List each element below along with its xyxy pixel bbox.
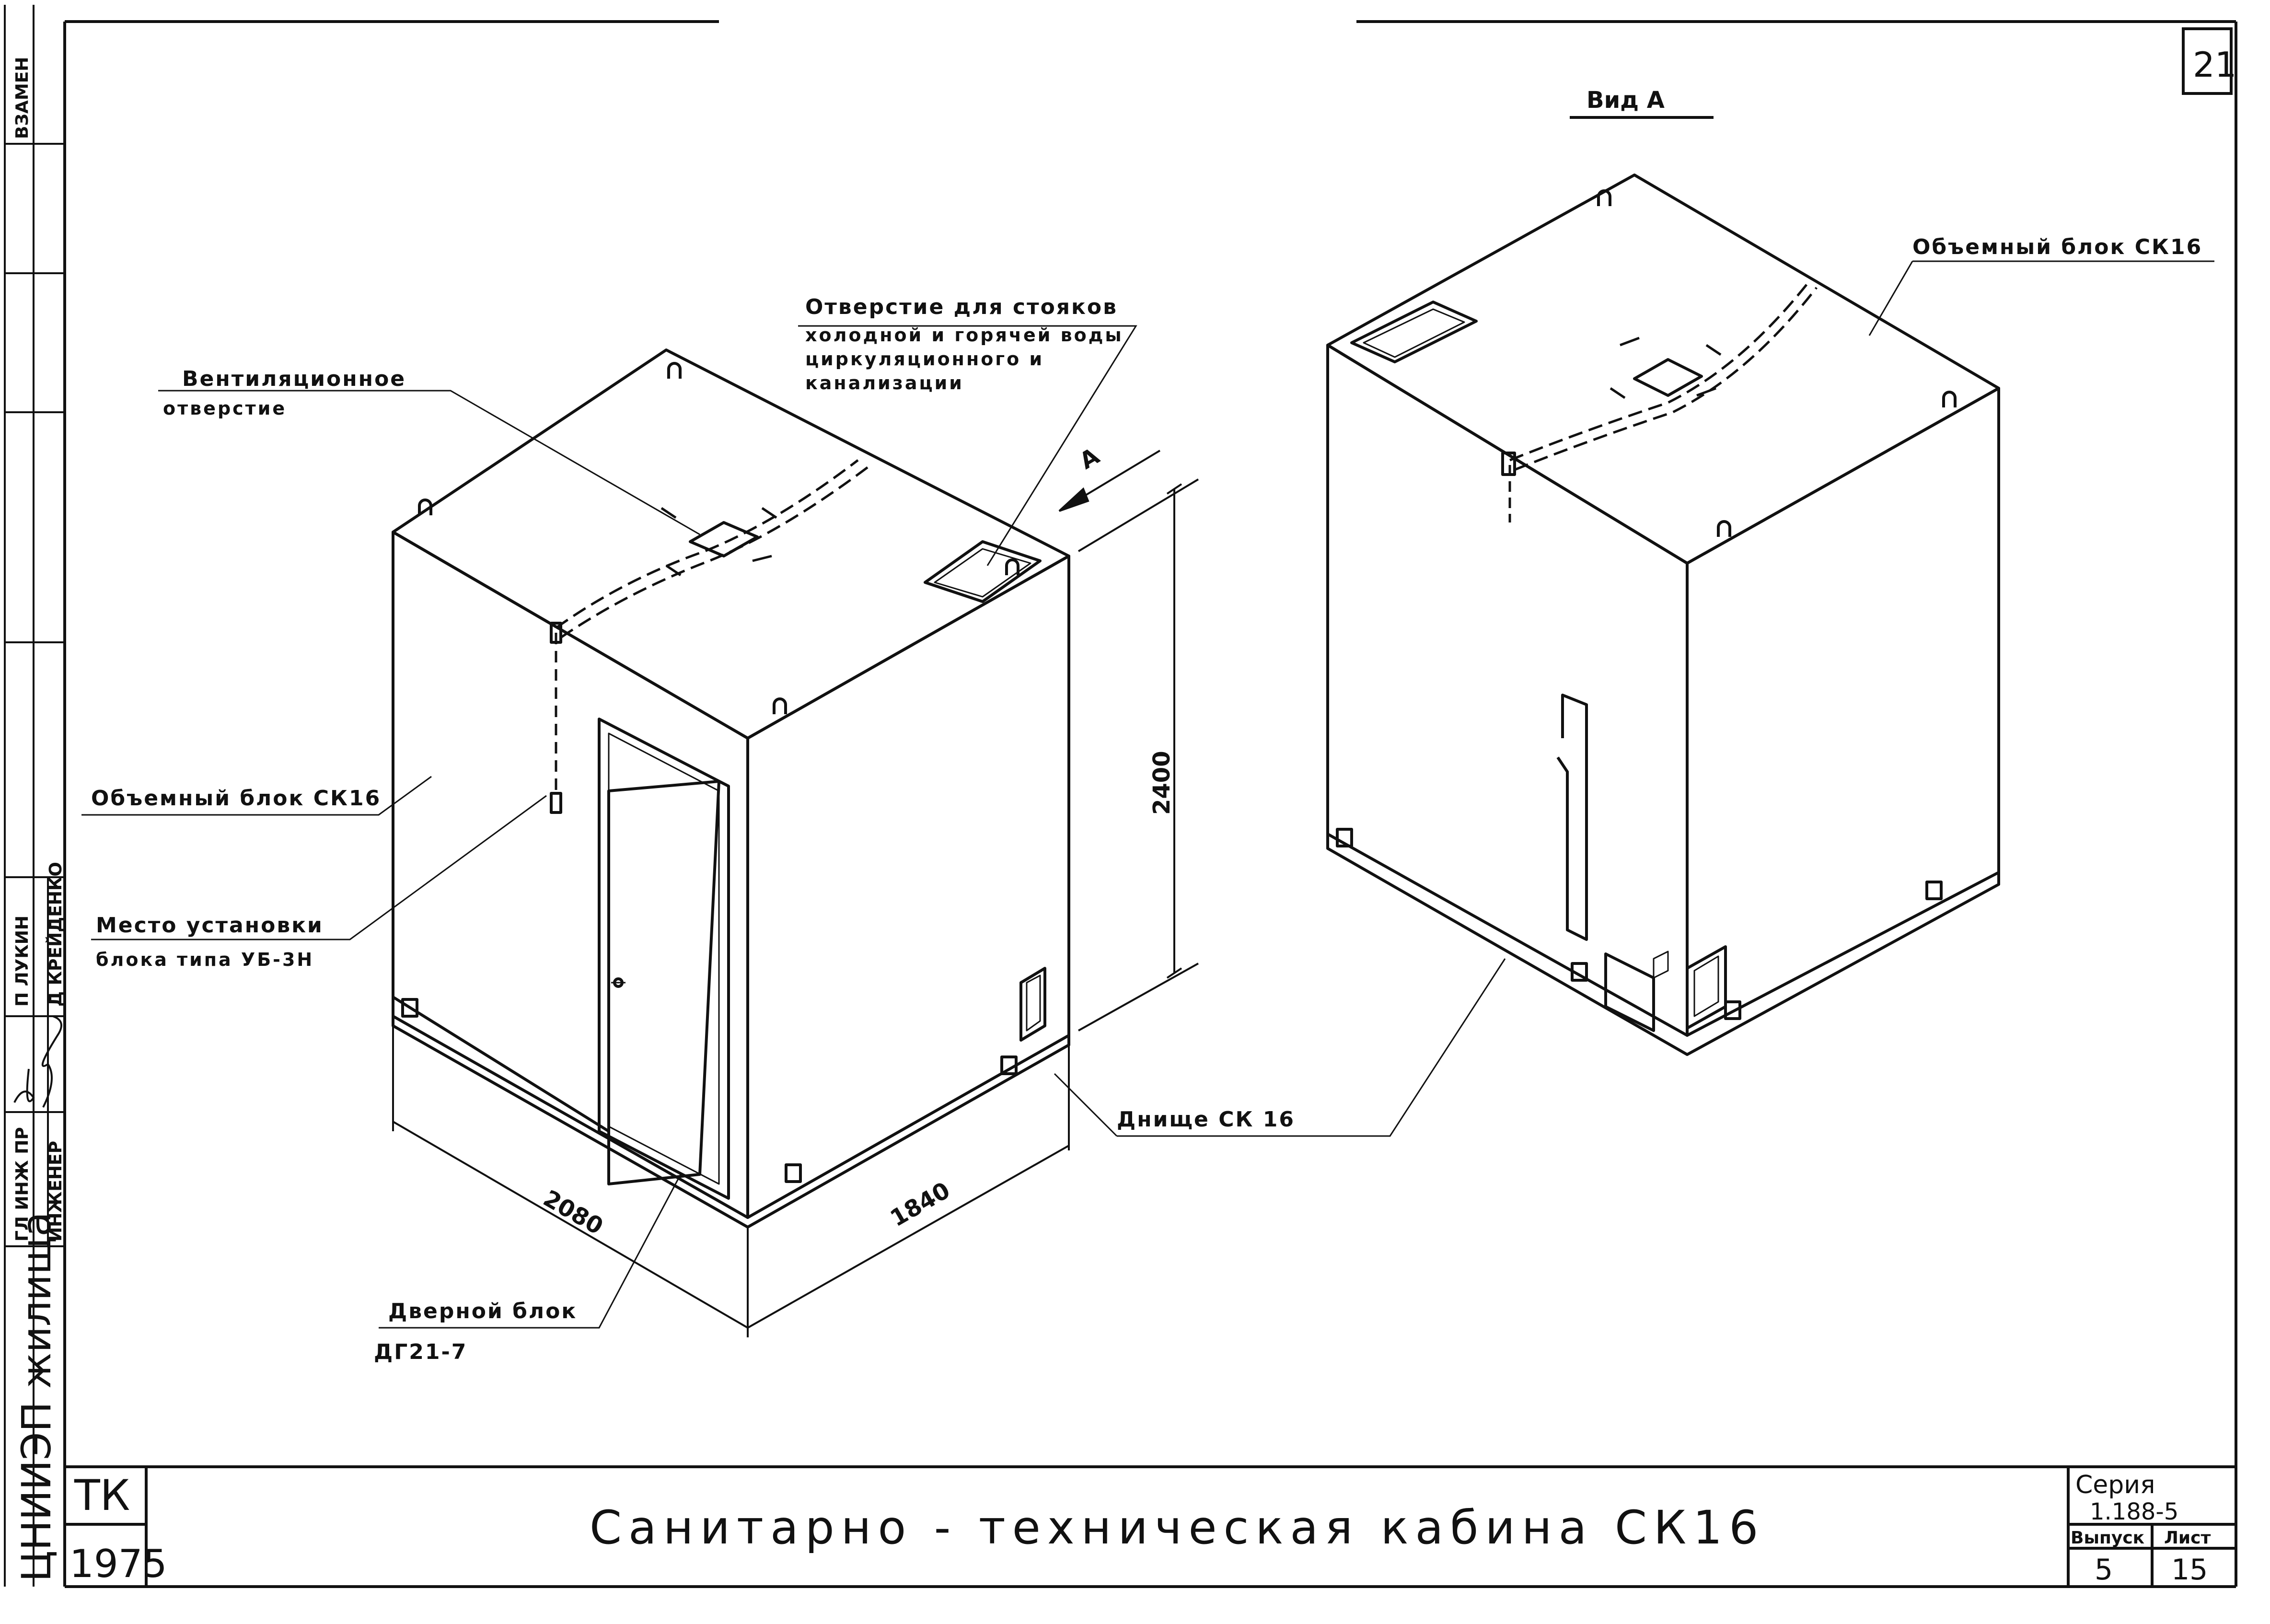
issue-label: Выпуск (2071, 1528, 2144, 1548)
right-leaders (1570, 116, 2214, 336)
dim-depth-1840: 1840 (886, 1177, 955, 1232)
sheet-label: Лист (2164, 1528, 2211, 1548)
series-label: Серия (2075, 1471, 2155, 1499)
left-cabin (392, 348, 1070, 1229)
right-cabin (1326, 174, 2000, 1056)
name-lukin: П ЛУКИН (12, 916, 32, 1007)
label-volume-block-left: Объемный блок СК16 (91, 786, 381, 811)
sheet-value: 15 (2171, 1553, 2208, 1587)
margin-texts: ВЗАМЕН ГЛ ИНЖ ПР ИНЖЕНЕР П ЛУКИН Д КРЕЙД… (12, 57, 66, 1582)
title-block: 21 ТК 1975 Санитарно - техническая кабин… (69, 45, 2237, 1587)
left-labels: Вентиляционное отверстие Отверстие для с… (91, 295, 1295, 1364)
series-value: 1.188-5 (2090, 1498, 2178, 1525)
label-volume-block-right: Объемный блок СК16 (1912, 235, 2202, 259)
org-code: ТК (74, 1471, 130, 1520)
signatures (13, 1015, 62, 1108)
label-bottom: Днище СК 16 (1117, 1107, 1295, 1132)
label-vent-hole-2: отверстие (163, 398, 287, 419)
name-kreidenko: Д КРЕЙДЕНКО (46, 862, 66, 1007)
margin-stamp-grid (4, 5, 65, 1587)
stamp-replaced-label: ВЗАМЕН (12, 57, 32, 139)
label-riser-hole-1: Отверстие для стояков (805, 295, 1118, 319)
label-door-block-1: Дверной блок (388, 1299, 577, 1323)
label-vent-hole-1: Вентиляционное (182, 367, 406, 391)
left-dimensions (392, 450, 1199, 1337)
issue-value: 5 (2095, 1553, 2113, 1587)
sheet-title: Санитарно - техническая кабина СК16 (590, 1501, 1765, 1554)
role-chief-engineer: ГЛ ИНЖ ПР (12, 1127, 32, 1241)
right-labels: Вид А Объемный блок СК16 (1587, 87, 2202, 259)
year: 1975 (69, 1542, 167, 1586)
label-riser-hole-2: холодной и горячей воды (805, 325, 1123, 346)
role-engineer: ИНЖЕНЕР (46, 1141, 66, 1241)
view-arrow-letter: А (1075, 442, 1104, 475)
organization-name: ЦНИИЭП жилища (13, 1212, 60, 1582)
label-install-place-2: блока типа УБ-3Н (96, 949, 314, 970)
sheet-frame (63, 20, 2237, 1588)
dim-width-2080: 2080 (539, 1185, 608, 1240)
left-leaders (81, 325, 1506, 1329)
label-riser-hole-3: циркуляционного и (805, 348, 1044, 370)
label-door-block-2: ДГ21-7 (374, 1340, 467, 1364)
label-riser-hole-4: канализации (805, 372, 964, 394)
dim-height-2400: 2400 (1148, 751, 1175, 815)
label-install-place-1: Место установки (96, 913, 324, 938)
view-a-title: Вид А (1587, 87, 1665, 114)
page-number: 21 (2193, 45, 2237, 85)
